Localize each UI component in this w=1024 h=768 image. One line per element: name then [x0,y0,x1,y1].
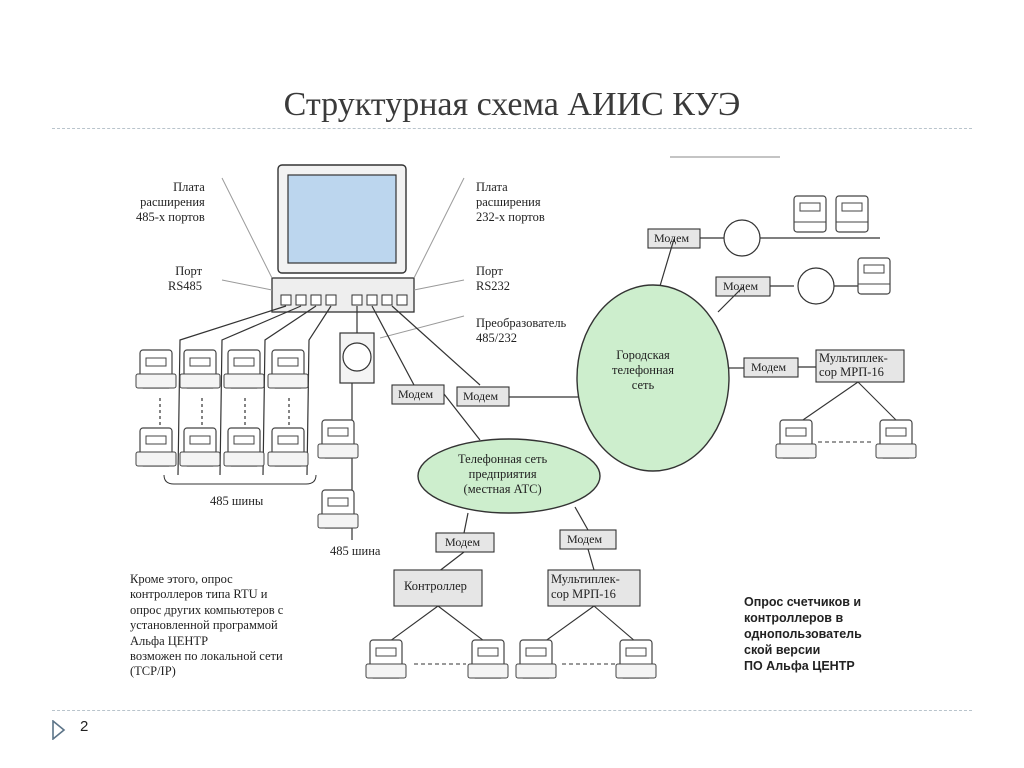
label-port232: Порт RS232 [476,264,511,293]
title-divider [52,128,972,129]
label-multiplexer-right: Мультиплек- сор МРП-16 [819,351,888,379]
label-bus485-left: 485 шины [210,494,264,508]
label-leader-lines [221,177,465,339]
label-multiplexer-bottom: Мультиплек- сор МРП-16 [551,572,620,601]
computer-monitor-icon [271,164,415,313]
note-left: Кроме этого, опрос контроллеров типа RTU… [130,572,284,679]
right-multiplexer [775,349,917,459]
label-board232: Плата расширения 232-х портов [476,180,545,224]
modem-label-top2: Модем [723,279,759,293]
label-port485: Порт RS485 [168,264,203,293]
bullet-arrow-icon [52,720,66,740]
converter-device-icon [339,306,375,540]
label-controller: Контроллер [404,579,467,593]
modem-label-bottom1: Модем [445,535,481,549]
label-bus485-middle: 485 шина [330,544,381,558]
footer-divider [52,710,972,711]
modem-label-top1: Модем [654,231,690,245]
network-connection-lines [437,237,816,573]
note-right: Опрос счетчиков и контроллеров в однопол… [744,595,862,673]
label-enterprise-network: Телефонная сеть предприятия (местная АТС… [458,452,548,496]
label-city-network: Городская телефонная сеть [612,348,674,392]
city-network-ellipse [576,284,730,472]
modem-label-bottom2: Модем [567,532,603,546]
bottom-multiplexer [515,569,657,679]
bus485-bracket [163,474,317,485]
top-right-devices [723,195,891,305]
page-number: 2 [80,718,89,735]
bus485-left-lines [159,305,332,476]
controller-box [365,569,509,679]
slide-title: Структурная схема АИИС КУЭ [283,86,741,123]
label-board485: Плата расширения 485-х портов [136,180,205,224]
label-converter: Преобразователь 485/232 [476,316,567,345]
modem-label-pc2: Модем [463,389,499,403]
enterprise-network-ellipse [417,438,601,514]
modem-label-pc1: Модем [398,387,434,401]
modem-label-right: Модем [751,360,787,374]
modem-box-bottom1 [435,532,495,553]
